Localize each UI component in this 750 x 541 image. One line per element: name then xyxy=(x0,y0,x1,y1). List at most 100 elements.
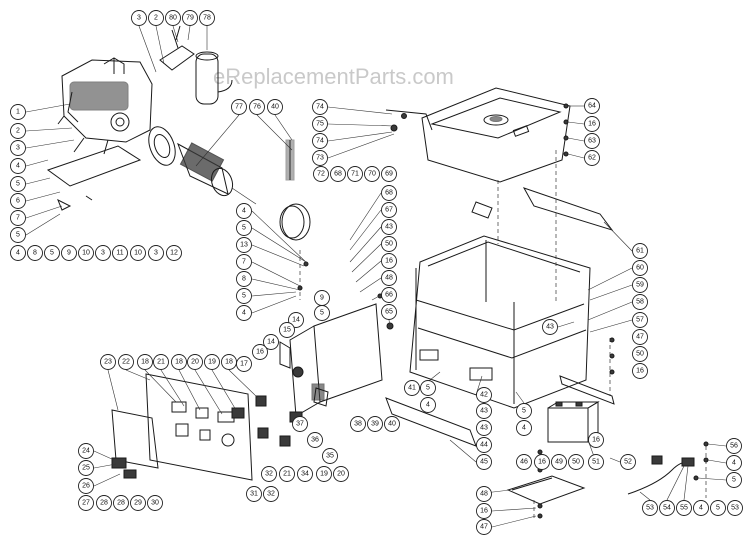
callout-number: 67 xyxy=(385,207,393,214)
callout-circle xyxy=(44,245,60,261)
callout-circle xyxy=(516,420,532,436)
callout-number: 71 xyxy=(351,171,359,178)
callout-number: 5 xyxy=(16,181,20,188)
callout-52: 52 xyxy=(620,454,636,470)
callout-circle xyxy=(632,312,648,328)
callout-circle xyxy=(632,277,648,293)
callout-circle xyxy=(165,10,181,26)
callout-60: 60 xyxy=(632,260,648,276)
callout-20: 20 xyxy=(187,354,203,370)
callout-number: 70 xyxy=(368,171,376,178)
fuel-tank xyxy=(385,87,571,183)
callout-circle xyxy=(61,245,77,261)
callout-number: 16 xyxy=(538,459,546,466)
callout-number: 78 xyxy=(203,15,211,22)
callout-65: 65 xyxy=(381,304,397,320)
callout-circle xyxy=(534,454,550,470)
callout-23: 23 xyxy=(100,354,116,370)
callout-number: 53 xyxy=(731,505,739,512)
callout-18: 18 xyxy=(137,354,153,370)
callout-number: 50 xyxy=(385,241,393,248)
callout-number: 3 xyxy=(137,15,141,22)
callout-circle xyxy=(113,495,129,511)
callout-number: 21 xyxy=(157,359,165,366)
callout-number: 20 xyxy=(337,471,345,478)
callout-circle xyxy=(187,354,203,370)
callout-number: 32 xyxy=(267,491,275,498)
callout-50: 50 xyxy=(632,346,648,362)
callout-67: 67 xyxy=(381,202,397,218)
callout-circle xyxy=(726,455,742,471)
callout-circle xyxy=(78,245,94,261)
callout-number: 43 xyxy=(385,224,393,231)
callout-number: 9 xyxy=(67,250,71,257)
callout-circle xyxy=(314,305,330,321)
callout-circle xyxy=(246,486,262,502)
callout-circle xyxy=(384,416,400,432)
callout-47: 47 xyxy=(632,329,648,345)
callout-number: 22 xyxy=(122,359,130,366)
callout-45: 45 xyxy=(476,454,492,470)
callout-circle xyxy=(516,454,532,470)
callout-8: 8 xyxy=(236,271,252,287)
callout-number: 1 xyxy=(16,109,20,116)
callout-27: 27 xyxy=(78,495,94,511)
control-box xyxy=(279,303,383,417)
callout-number: 30 xyxy=(151,500,159,507)
callout-5: 5 xyxy=(314,305,330,321)
callout-circle xyxy=(347,166,363,182)
callout-number: 64 xyxy=(588,103,596,110)
callout-circle xyxy=(584,116,600,132)
callout-3: 3 xyxy=(10,140,26,156)
callout-circle xyxy=(236,254,252,270)
callout-30: 30 xyxy=(147,495,163,511)
callout-circle xyxy=(236,220,252,236)
callout-number: 16 xyxy=(256,349,264,356)
callout-number: 47 xyxy=(636,334,644,341)
callout-number: 43 xyxy=(546,324,554,331)
callout-circle xyxy=(279,466,295,482)
callout-16: 16 xyxy=(534,454,550,470)
callout-5: 5 xyxy=(236,220,252,236)
callout-4: 4 xyxy=(236,203,252,219)
callout-circle xyxy=(137,354,153,370)
callout-number: 5 xyxy=(242,225,246,232)
callout-circle xyxy=(381,253,397,269)
callout-circle xyxy=(312,116,328,132)
callout-circle xyxy=(10,176,26,192)
callout-circle xyxy=(130,495,146,511)
callout-circle xyxy=(78,443,94,459)
callout-circle xyxy=(381,270,397,286)
callout-number: 59 xyxy=(636,282,644,289)
callout-number: 68 xyxy=(334,171,342,178)
callout-circle xyxy=(78,495,94,511)
callout-25: 25 xyxy=(78,460,94,476)
callout-circle xyxy=(236,203,252,219)
end-bell xyxy=(279,139,311,241)
callout-number: 21 xyxy=(283,471,291,478)
alternator xyxy=(148,126,257,205)
callout-5: 5 xyxy=(44,245,60,261)
callout-circle xyxy=(10,123,26,139)
callout-number: 3 xyxy=(154,250,158,257)
callout-number: 72 xyxy=(317,171,325,178)
callout-number: 54 xyxy=(663,505,671,512)
callout-circle xyxy=(316,466,332,482)
callout-circle xyxy=(148,10,164,26)
callout-48: 48 xyxy=(381,270,397,286)
callout-number: 16 xyxy=(636,368,644,375)
muffler xyxy=(159,25,233,105)
callout-circle xyxy=(632,294,648,310)
callout-circle xyxy=(404,380,420,396)
leader-lines xyxy=(25,25,727,528)
callout-51: 51 xyxy=(588,454,604,470)
callout-circle xyxy=(96,495,112,511)
callout-number: 5 xyxy=(732,477,736,484)
callout-53: 53 xyxy=(642,500,658,516)
callout-64: 64 xyxy=(584,98,600,114)
callout-circle xyxy=(10,104,26,120)
callout-number: 77 xyxy=(235,104,243,111)
callout-circle xyxy=(288,312,304,328)
callout-number: 18 xyxy=(225,359,233,366)
